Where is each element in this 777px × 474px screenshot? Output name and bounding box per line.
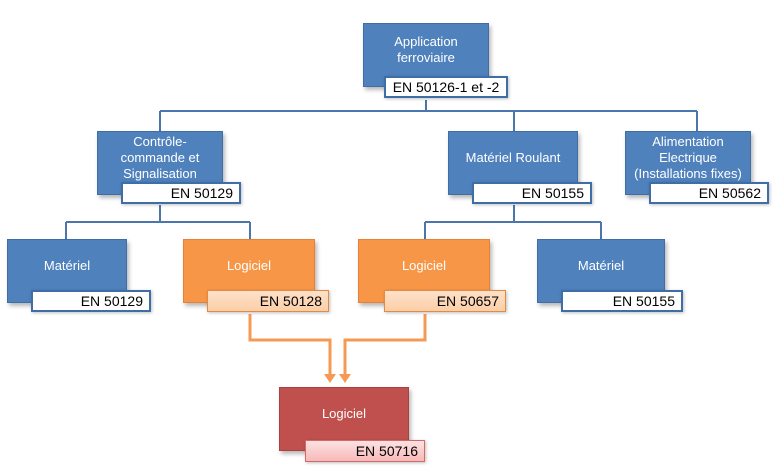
standard-label-root: EN 50126-1 et -2 — [384, 76, 508, 98]
arrow-from-en50128 — [248, 314, 332, 376]
node-title: Application ferroviaire — [394, 34, 458, 65]
standard-label-roulant-logiciel: EN 50657 — [384, 290, 506, 312]
standard-label-roulant-materiel: EN 50155 — [561, 290, 683, 312]
merge-arrows — [248, 314, 427, 376]
standard-label-controle: EN 50129 — [121, 182, 241, 204]
node-title: Alimentation Electrique (Installations f… — [634, 134, 742, 181]
arrow-head-left — [324, 374, 336, 383]
tree-connectors — [65, 100, 698, 239]
node-title: Logiciel — [401, 258, 447, 273]
node-title: Matériel — [43, 258, 91, 273]
node-title: Matériel Roulant — [465, 150, 561, 165]
standard-label-logiciel-final: EN 50716 — [305, 440, 425, 462]
node-title: Contrôle-commande et Signalisation — [120, 134, 200, 181]
standard-label-roulant: EN 50155 — [472, 182, 592, 204]
arrow-heads — [324, 374, 351, 383]
standard-label-alimentation: EN 50562 — [649, 182, 769, 204]
node-title: Logiciel — [226, 258, 272, 273]
standard-label-controle-materiel: EN 50129 — [31, 290, 151, 312]
arrow-from-en50657 — [343, 314, 427, 376]
arrow-head-right — [339, 374, 351, 383]
node-title: Matériel — [577, 258, 625, 273]
standard-label-controle-logiciel: EN 50128 — [207, 290, 329, 312]
node-title: Logiciel — [321, 406, 367, 421]
